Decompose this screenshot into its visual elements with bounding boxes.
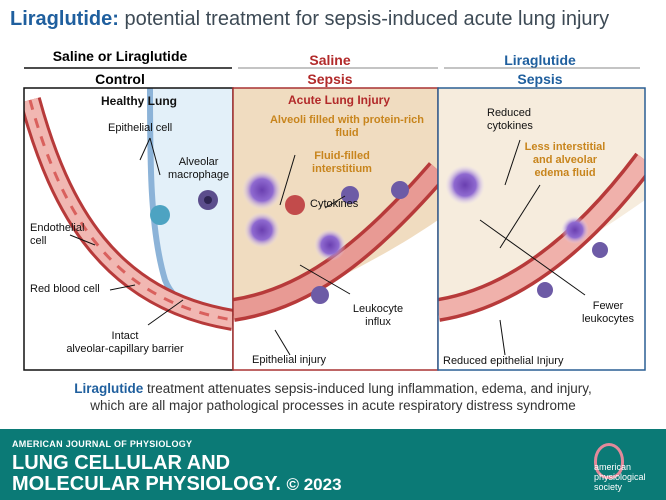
label-cytokines: Cytokines <box>310 198 359 210</box>
column-1-condition: Control <box>95 71 145 87</box>
journal-small-title: AMERICAN JOURNAL OF PHYSIOLOGY <box>12 439 193 449</box>
label-endothelial-cell: Endothelial cell <box>30 222 85 247</box>
pointer-lines <box>69 137 586 356</box>
society-logo-icon <box>594 443 624 479</box>
healthy-lung-heading: Healthy Lung <box>101 94 178 108</box>
journal-footer: AMERICAN JOURNAL OF PHYSIOLOGY LUNG CELL… <box>0 429 666 500</box>
label-leukocyte-influx: Leukocyte influx <box>352 303 404 328</box>
panel-3-frame <box>437 87 646 371</box>
page-title: Liraglutide: potential treatment for sep… <box>10 8 610 30</box>
column-2-condition: Sepsis <box>307 71 353 87</box>
column-3-treatment: Liraglutide <box>504 52 576 68</box>
society-name: american physiological society <box>594 462 646 492</box>
label-fewer-leukocytes: Fewer leukocytes <box>582 300 634 325</box>
acute-lung-injury-heading: Acute Lung Injury <box>288 93 390 107</box>
label-alveoli-fluid: Alveoli filled with protein-rich fluid <box>269 114 424 139</box>
copyright: © 2023 <box>286 475 342 494</box>
journal-title-line-1: LUNG CELLULAR AND <box>12 452 231 474</box>
column-1-treatment: Saline or Liraglutide <box>52 48 188 64</box>
journal-title-line-2: MOLECULAR PHYSIOLOGY. © 2023 <box>12 473 342 495</box>
label-reduced-cytokines: Reduced cytokines <box>487 107 533 132</box>
label-epithelial-injury: Epithelial injury <box>252 354 326 366</box>
label-epithelial-cell: Epithelial cell <box>108 122 173 134</box>
label-less-edema: Less interstitial and alveolar edema flu… <box>524 141 606 179</box>
column-3-condition: Sepsis <box>517 71 563 87</box>
panel-sepsis <box>233 88 438 370</box>
column-2-treatment: Saline <box>309 52 351 68</box>
panel-healthy <box>24 88 233 370</box>
label-intact-barrier: Intact alveolar-capillary barrier <box>66 330 184 355</box>
label-reduced-epithelial-injury: Reduced epithelial Injury <box>443 355 564 367</box>
caption: Liraglutide treatment attenuates sepsis-… <box>74 381 592 413</box>
label-alveolar-macrophage: Alveolar macrophage <box>168 156 230 181</box>
label-fluid-filled-interstitium: Fluid-filled interstitium <box>312 150 372 175</box>
panel-liraglutide <box>438 88 645 370</box>
label-red-blood-cell: Red blood cell <box>30 283 100 295</box>
